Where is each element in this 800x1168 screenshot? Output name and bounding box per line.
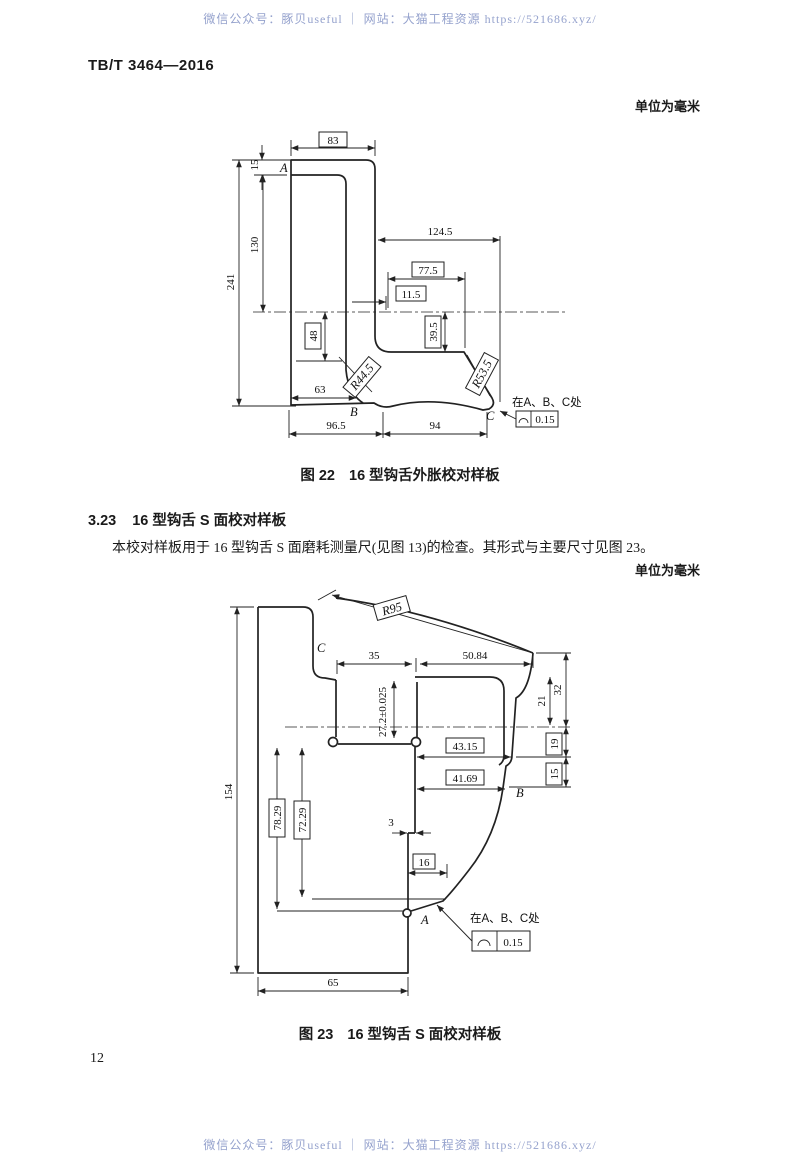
fig22-dim-48: 48 bbox=[308, 330, 320, 342]
fig22-dim-130: 130 bbox=[249, 236, 261, 253]
section-heading: 3.23 16 型钩舌 S 面校对样板 bbox=[88, 509, 286, 530]
fig22-dim-96-5: 96.5 bbox=[326, 420, 346, 432]
units-note-fig22: 单位为毫米 bbox=[634, 99, 700, 114]
fig23-dim-r95: R95 bbox=[379, 599, 403, 618]
page-number: 12 bbox=[90, 1051, 104, 1066]
figure-23-drawing: R95 C A 154 65 35 50.84 32 21 bbox=[223, 589, 572, 996]
section-number: 3.23 bbox=[88, 513, 117, 529]
fig23-dim-3: 3 bbox=[388, 817, 394, 829]
figure-22-title: 16 型钩舌外胀校对样板 bbox=[349, 468, 500, 484]
fig23-dim-32: 32 bbox=[552, 685, 564, 696]
fig22-dim-15: 15 bbox=[249, 159, 261, 171]
fig23-dim-27-2: 27.2±0.025 bbox=[377, 686, 389, 737]
fig22-dim-39-5: 39.5 bbox=[428, 322, 440, 342]
fig22-dim-77-5: 77.5 bbox=[418, 265, 438, 277]
fig23-dim-50-84: 50.84 bbox=[463, 650, 488, 662]
fig23-tolerance-value: 0.15 bbox=[503, 937, 523, 949]
fig23-dim-43-15: 43.15 bbox=[453, 741, 478, 753]
standard-number: TB/T 3464—2016 bbox=[88, 57, 215, 74]
figure-22-drawing: 83 A 15 130 241 124.5 77.5 11.5 48 bbox=[225, 131, 582, 438]
fig23-dim-72-29: 72.29 bbox=[297, 807, 309, 832]
watermark-top: 微信公众号：豚贝useful ｜ 网站：大猫工程资源 https://52168… bbox=[203, 12, 597, 26]
fig23-dim-41-69: 41.69 bbox=[453, 773, 478, 785]
fig23-dim-19: 19 bbox=[549, 738, 561, 750]
fig23-dim-16: 16 bbox=[419, 857, 431, 869]
fig23-dim-21: 21 bbox=[536, 696, 548, 707]
figure-22-label: 图 22 bbox=[300, 468, 335, 484]
fig22-point-a: A bbox=[279, 161, 288, 175]
watermark-bottom: 微信公众号：豚贝useful ｜ 网站：大猫工程资源 https://52168… bbox=[203, 1138, 597, 1152]
fig23-dim-15: 15 bbox=[549, 768, 561, 780]
figure-23-title: 16 型钩舌 S 面校对样板 bbox=[347, 1027, 502, 1043]
fig23-dim-154: 154 bbox=[223, 783, 235, 800]
fig23-point-c: C bbox=[317, 641, 326, 655]
fig22-step-edge bbox=[291, 174, 364, 404]
units-note-fig23: 单位为毫米 bbox=[634, 563, 700, 578]
figure-22-caption: 图 22 16 型钩舌外胀校对样板 bbox=[0, 464, 800, 485]
fig23-body-left bbox=[257, 607, 409, 974]
fig23-point-b: B bbox=[516, 786, 524, 800]
fig23-dim-35: 35 bbox=[369, 650, 381, 662]
fig22-dim-11-5: 11.5 bbox=[402, 289, 421, 301]
fig23-body-top bbox=[258, 606, 337, 681]
fig22-dim-83: 83 bbox=[328, 135, 340, 147]
fig23-slant-edge bbox=[335, 597, 534, 654]
fig23-dim-65: 65 bbox=[328, 977, 340, 989]
fig23-point-a: A bbox=[420, 913, 429, 927]
fig22-dim-124-5: 124.5 bbox=[428, 226, 453, 238]
fig22-arc-symbol bbox=[518, 418, 529, 424]
fig22-dim-94: 94 bbox=[430, 420, 442, 432]
fig22-tolerance-value: 0.15 bbox=[535, 414, 555, 426]
fig22-point-b: B bbox=[350, 405, 358, 419]
section-title: 16 型钩舌 S 面校对样板 bbox=[132, 513, 287, 529]
fig22-outer-profile bbox=[290, 159, 495, 411]
fig22-dim-63: 63 bbox=[315, 384, 327, 396]
fig23-inner-contour bbox=[415, 676, 505, 766]
fig22-dim-241: 241 bbox=[225, 274, 237, 291]
fig22-tolerance-note: 在A、B、C处 bbox=[512, 396, 582, 409]
figure-23-label: 图 23 bbox=[298, 1027, 334, 1043]
fig23-slot bbox=[335, 680, 418, 910]
fig23-tolerance-note: 在A、B、C处 bbox=[470, 912, 540, 925]
fig23-arc-symbol bbox=[477, 939, 491, 947]
fig22-point-c: C bbox=[486, 409, 495, 423]
section-body-text: 本校对样板用于 16 型钩舌 S 面磨耗测量尺(见图 13)的检查。其形式与主要… bbox=[112, 541, 655, 556]
figure-23-caption: 图 23 16 型钩舌 S 面校对样板 bbox=[0, 1023, 800, 1044]
fig23-dim-78-29: 78.29 bbox=[272, 805, 284, 830]
